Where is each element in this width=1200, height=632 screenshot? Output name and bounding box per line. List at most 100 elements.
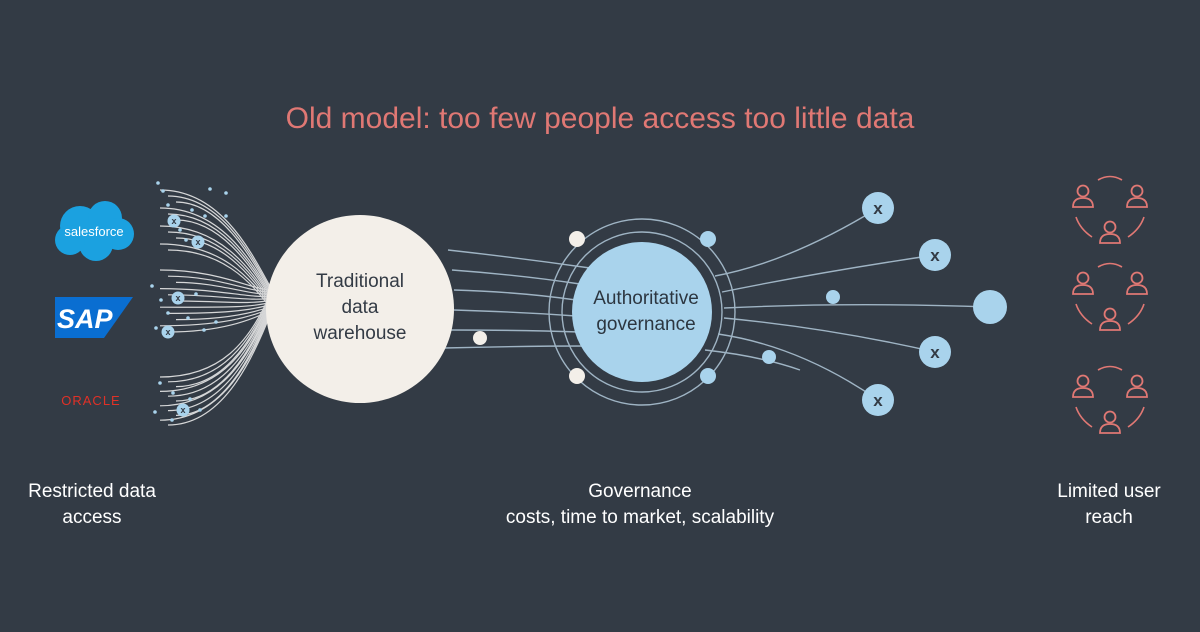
particle-dot xyxy=(161,189,165,193)
particle-dot xyxy=(190,208,194,212)
flow-line xyxy=(167,195,273,293)
particle-dot xyxy=(188,397,192,401)
person-icon xyxy=(1072,271,1094,295)
svg-text:x: x xyxy=(165,327,170,337)
svg-text:x: x xyxy=(180,405,185,415)
flow-dot xyxy=(473,331,487,345)
particle-dot xyxy=(159,298,163,302)
blocked-x-icon: x xyxy=(919,336,951,368)
flow-line xyxy=(159,243,273,309)
particle-dot xyxy=(203,214,207,218)
particle-dot xyxy=(214,320,218,324)
svg-text:x: x xyxy=(873,199,883,218)
particle-dot xyxy=(184,238,188,242)
particle-dot xyxy=(224,214,228,218)
flow-line xyxy=(175,299,273,304)
person-icon xyxy=(1099,220,1121,244)
flow-dot xyxy=(762,350,776,364)
person-icon xyxy=(1072,374,1094,398)
orbit-dot xyxy=(569,231,585,247)
particle-dot xyxy=(186,316,190,320)
particle-dot xyxy=(153,410,157,414)
flow-line xyxy=(175,305,273,416)
flow-line xyxy=(175,293,273,388)
flow-line xyxy=(159,301,273,407)
user-group-icon xyxy=(1072,365,1148,434)
particle-dot xyxy=(154,326,158,330)
flow-line xyxy=(159,189,273,291)
person-icon xyxy=(1072,184,1094,208)
blocked-x-icon: x xyxy=(167,214,181,228)
blocked-x-icon: x xyxy=(171,291,185,305)
flow-line xyxy=(175,281,273,295)
svg-text:x: x xyxy=(171,216,176,226)
person-icon xyxy=(1099,307,1121,331)
particle-dot xyxy=(208,187,212,191)
governance-label: Authoritative governance xyxy=(593,288,699,335)
salesforce-logo: salesforce xyxy=(55,201,134,261)
orbit-dot xyxy=(700,231,716,247)
particle-dot xyxy=(171,391,175,395)
flow-line xyxy=(175,237,273,307)
flow-line xyxy=(159,301,273,308)
svg-text:SAP: SAP xyxy=(57,304,114,334)
particle-dot xyxy=(166,311,170,315)
person-icon xyxy=(1126,374,1148,398)
warehouse-circle xyxy=(266,215,454,403)
flow-line xyxy=(159,207,273,297)
blocked-x-icon: x xyxy=(161,325,175,339)
particle-dot xyxy=(224,191,228,195)
blocked-x-icon: x xyxy=(862,384,894,416)
caption-governance-costs: Governance costs, time to market, scalab… xyxy=(505,481,775,528)
flow-line xyxy=(167,213,273,299)
user-group-icon xyxy=(1072,262,1148,331)
blocked-x-icon: x xyxy=(176,403,190,417)
user-groups xyxy=(1072,175,1148,434)
warehouse-to-governance-lines xyxy=(443,249,591,349)
flow-dot xyxy=(826,290,840,304)
sap-logo: SAP xyxy=(55,297,133,338)
particle-dot xyxy=(150,284,154,288)
orbit-dot xyxy=(700,368,716,384)
governance-to-users-lines xyxy=(704,207,991,401)
governance-orbit xyxy=(548,218,736,406)
flow-line xyxy=(167,309,273,426)
person-icon xyxy=(1126,271,1148,295)
particle-dot xyxy=(156,181,160,185)
flow-line xyxy=(167,249,273,311)
flow-line xyxy=(159,307,273,421)
orbit-dot xyxy=(569,368,585,384)
flow-line xyxy=(159,295,273,392)
source-particles: x x x x x xyxy=(150,181,228,422)
warehouse-label: Traditional data warehouse xyxy=(313,271,407,344)
flow-line xyxy=(167,275,273,293)
oracle-logo: ORACLE xyxy=(61,393,120,408)
particle-dot xyxy=(166,203,170,207)
governance-circle xyxy=(572,242,712,382)
caption-restricted-access: Restricted data access xyxy=(28,481,156,528)
person-icon xyxy=(1126,184,1148,208)
blocked-x-icon: x xyxy=(191,235,205,249)
svg-text:x: x xyxy=(195,237,200,247)
blocked-x-icon: x xyxy=(862,192,894,224)
flow-line xyxy=(159,289,273,378)
flow-line xyxy=(159,269,273,291)
flow-line xyxy=(159,288,273,298)
reach-endpoint xyxy=(973,290,1007,324)
source-flow-lines xyxy=(159,189,273,426)
particle-dot xyxy=(202,328,206,332)
diagram-title: Old model: too few people access too lit… xyxy=(285,102,915,135)
user-group-icon xyxy=(1072,175,1148,244)
flow-line xyxy=(175,219,273,301)
particle-dot xyxy=(194,292,198,296)
caption-limited-reach: Limited user reach xyxy=(1057,481,1161,528)
flow-line xyxy=(167,291,273,383)
particle-dot xyxy=(178,228,182,232)
particle-dot xyxy=(170,418,174,422)
flow-line xyxy=(175,201,273,295)
flow-line xyxy=(159,225,273,303)
flow-line xyxy=(167,297,273,397)
svg-text:x: x xyxy=(930,246,940,265)
svg-text:ORACLE: ORACLE xyxy=(61,393,120,408)
